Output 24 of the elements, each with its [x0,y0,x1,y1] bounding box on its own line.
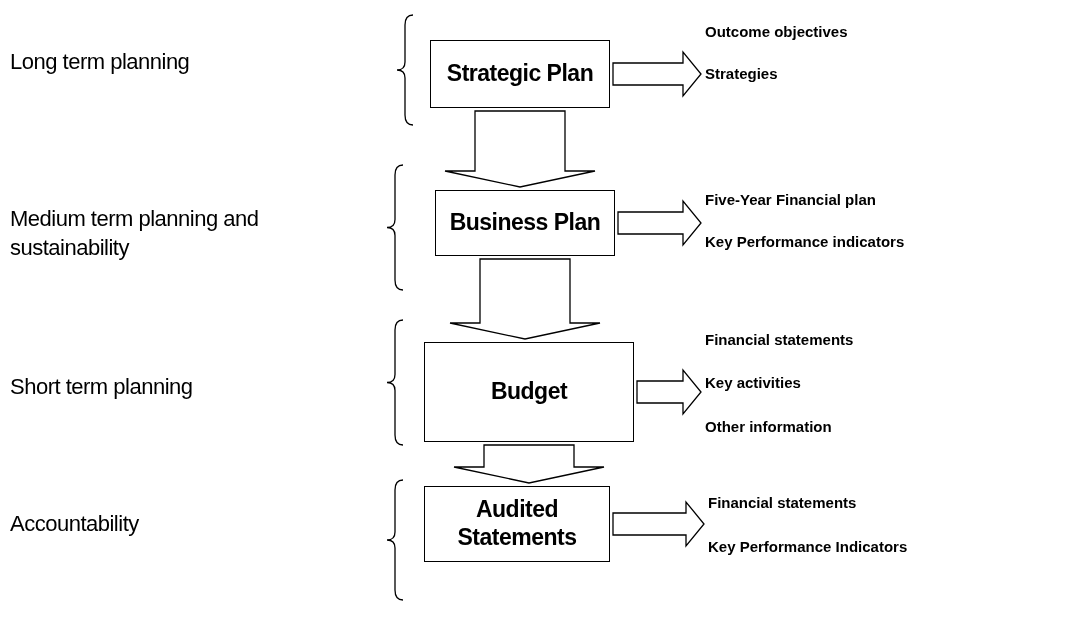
list-item: Key Performance indicators [705,233,906,251]
list-item: Five-Year Financial plan [705,190,877,208]
process-box: Budget [424,342,634,442]
stage-label: Accountability [10,510,139,538]
process-box: Audited Statements [424,486,610,562]
block-arrow [449,258,601,340]
list-item: Key Performance Indicators [708,537,909,555]
block-arrow [612,500,705,548]
block-arrow [636,368,702,416]
process-box: Strategic Plan [430,40,610,108]
block-arrow [444,110,596,188]
block-arrow [453,444,605,484]
list-item: Financial statements [708,493,858,511]
list-item: Other information [705,417,833,435]
stage-label: Long term planning [10,48,190,76]
list-item: Strategies [705,65,779,83]
list-item: Outcome objectives [705,22,849,40]
block-arrow [617,199,702,247]
stage-label: Short term planning [10,373,193,401]
process-box: Business Plan [435,190,615,256]
block-arrow [612,50,702,98]
stage-label: Medium term planning and sustainability [10,205,260,262]
list-item: Financial statements [705,331,855,349]
list-item: Key activities [705,374,802,392]
